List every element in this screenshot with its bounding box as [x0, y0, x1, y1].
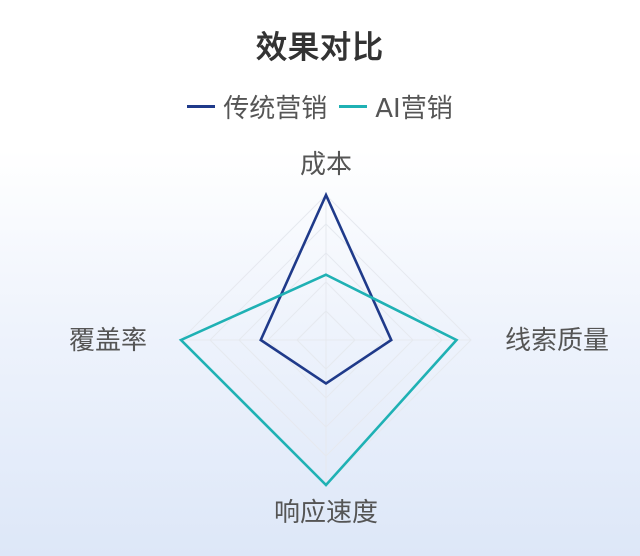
legend-swatch-traditional: [187, 105, 216, 108]
series-line-1: [178, 273, 459, 487]
chart-title: 效果对比: [256, 30, 384, 66]
legend: 传统营销 AI营销: [0, 88, 640, 125]
legend-label-traditional: 传统营销: [223, 94, 328, 124]
legend-item-ai[interactable]: AI营销: [339, 88, 453, 125]
axis-label-0: 成本: [300, 150, 352, 180]
legend-swatch-ai: [339, 105, 368, 108]
legend-label-ai: AI营销: [375, 94, 453, 124]
series-line-0: [259, 191, 393, 386]
legend-item-traditional[interactable]: 传统营销: [187, 88, 327, 125]
axis-label-2: 响应速度: [274, 498, 378, 528]
axis-label-1: 线索质量: [505, 326, 609, 356]
axis-label-3: 覆盖率: [69, 326, 147, 356]
